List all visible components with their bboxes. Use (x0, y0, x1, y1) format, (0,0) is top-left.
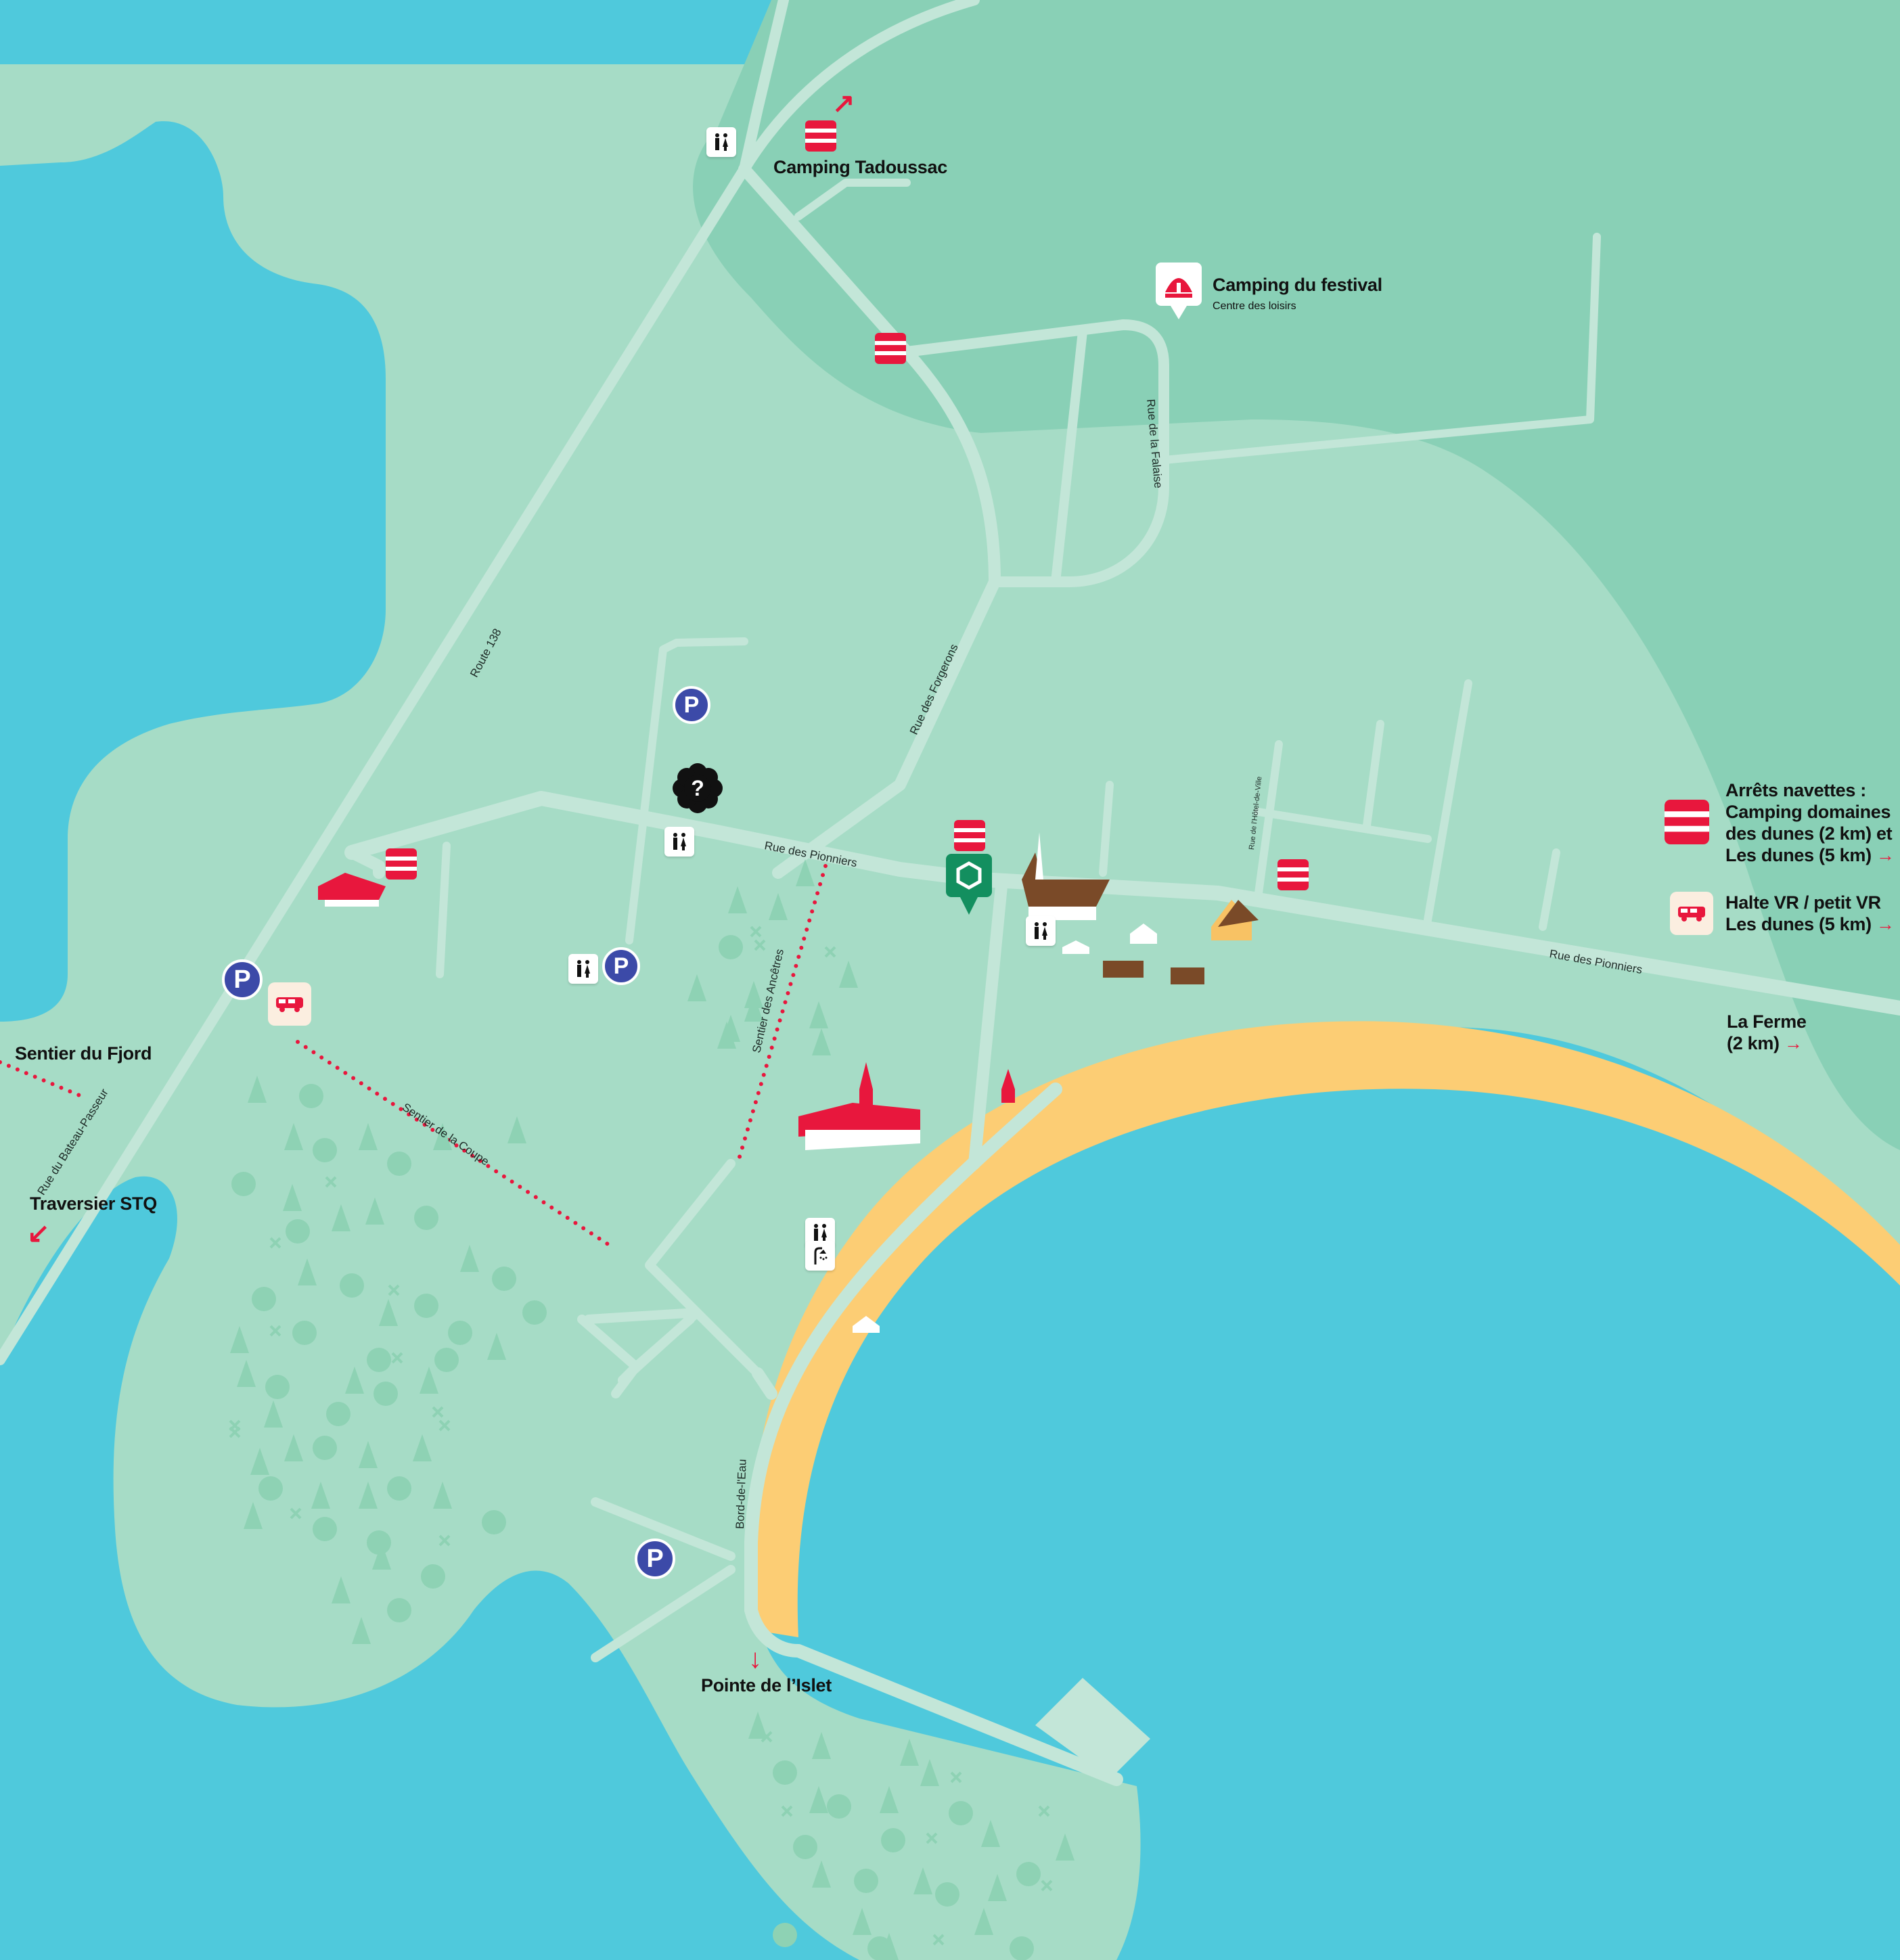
buildings (318, 832, 1259, 1333)
parking-icon[interactable]: P (602, 947, 640, 985)
la-ferme-label: La Ferme (2 km) → (1727, 1011, 1807, 1054)
info-question-mark: ? (691, 775, 704, 800)
shuttle-stop-icon[interactable] (875, 333, 906, 367)
rv-legend-icon (1670, 892, 1713, 935)
shuttle-stop-icon[interactable] (954, 820, 985, 854)
rue-falaise (901, 319, 1169, 587)
arrow-right-icon: → (1784, 1033, 1803, 1053)
bord-de-l-eau-label: Bord-de-l'Eau (733, 1459, 749, 1530)
rv-legend: Halte VR / petit VR Les dunes (5 km) → (1725, 892, 1895, 935)
rv-legend-line-1: Halte VR / petit VR (1725, 892, 1881, 913)
sentier-fjord-label: Sentier du Fjord (15, 1043, 152, 1064)
info-icon[interactable]: ? (673, 763, 723, 813)
shrubs (229, 926, 1053, 1946)
rv-legend-line-2: Les dunes (5 km) → (1725, 914, 1895, 934)
festival-site-pin[interactable] (946, 854, 992, 922)
traversier-label: Traversier STQ (30, 1193, 157, 1214)
shuttle-stops-legend: Arrêts navettes : Camping domaines des d… (1725, 779, 1895, 866)
parking-icon[interactable]: P (673, 686, 710, 724)
building-red-roof (318, 873, 386, 900)
left-bay (0, 121, 386, 1022)
pier (1035, 1678, 1150, 1779)
restroom-icon[interactable] (706, 127, 736, 157)
la-ferme-line-2: (2 km) → (1727, 1033, 1803, 1053)
festival-camping-pin[interactable] (1156, 263, 1202, 331)
parking-icon[interactable]: P (222, 959, 263, 1000)
rue-forgerons (738, 163, 1001, 879)
restroom-icon[interactable] (1026, 916, 1056, 946)
road-network (0, 0, 1900, 1786)
arrow-right-icon: → (1876, 914, 1895, 934)
arrow-northeast-icon: ↗ (832, 89, 855, 118)
camping-festival-subtitle: Centre des loisirs (1213, 300, 1296, 312)
shuttle-legend-line-3: des dunes (2 km) et (1725, 823, 1893, 844)
bord-de-l-eau (744, 1082, 1123, 1786)
shuttle-legend-icon (1665, 800, 1709, 848)
shower-icon[interactable] (805, 1241, 835, 1271)
camping-festival-label: Camping du festival (1213, 275, 1382, 295)
restroom-icon[interactable] (664, 827, 694, 857)
pointe-islet-label: Pointe de l’Islet (701, 1675, 832, 1695)
shuttle-stop-icon[interactable] (805, 120, 836, 155)
shuttle-stop-icon[interactable] (1277, 859, 1309, 894)
camping-tadoussac-label: Camping Tadoussac (773, 157, 947, 177)
info-flower-icon (673, 763, 723, 813)
la-ferme-line-1: La Ferme (1727, 1011, 1807, 1032)
arrow-right-icon: → (1876, 845, 1895, 865)
pine-trees (230, 859, 1075, 1960)
arrow-southwest-icon: ↙ (27, 1218, 50, 1248)
shuttle-stop-icon[interactable] (386, 848, 417, 883)
shuttle-stop-icon (805, 120, 836, 152)
shuttle-legend-line-4: Les dunes (5 km) → (1725, 845, 1895, 865)
shuttle-legend-line-1: Arrêts navettes : (1725, 780, 1866, 800)
rue-pionniers (344, 791, 1900, 1016)
shuttle-legend-line-2: Camping domaines (1725, 802, 1891, 822)
tent-icon (1156, 263, 1202, 319)
arrow-down-icon: ↓ (748, 1644, 762, 1674)
trees (231, 935, 1041, 1960)
restroom-icon[interactable] (568, 954, 598, 984)
festival-site-icon (946, 854, 992, 915)
route-138 (0, 0, 789, 1365)
church-roof (1022, 852, 1110, 907)
rv-icon[interactable] (268, 982, 311, 1026)
parking-icon[interactable]: P (635, 1539, 675, 1579)
